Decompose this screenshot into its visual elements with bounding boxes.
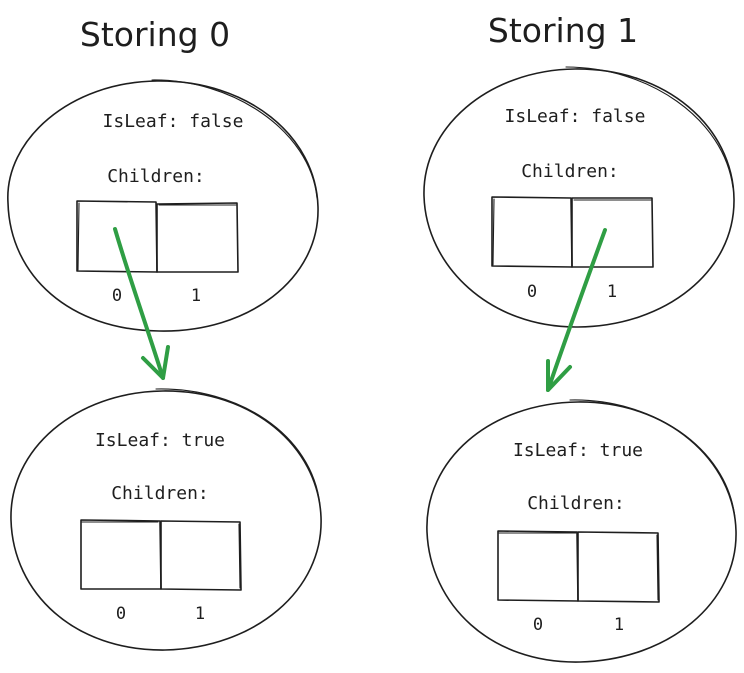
node-ellipse <box>7 80 319 332</box>
node-ellipse <box>426 401 737 663</box>
slot-index-1: 1 <box>607 282 617 302</box>
children-label: Children: <box>527 493 625 514</box>
is-leaf-label: IsLeaf: true <box>513 440 643 461</box>
node-ellipse <box>423 68 735 328</box>
slot-index-0: 0 <box>112 286 122 306</box>
column-title: Storing 0 <box>80 15 230 54</box>
slot-index-0: 0 <box>116 604 126 624</box>
children-label: Children: <box>521 161 619 182</box>
column-storing-1: Storing 1 IsLeaf: false Children: 0 1 Is… <box>423 11 737 663</box>
slot-index-1: 1 <box>614 615 624 635</box>
is-leaf-label: IsLeaf: true <box>95 430 225 451</box>
node-ellipse <box>10 390 322 651</box>
child-slot-1 <box>160 520 242 591</box>
child-slot-0 <box>497 530 579 602</box>
parent-node: IsLeaf: false Children: 0 1 <box>7 79 319 332</box>
arrow-shaft <box>113 227 165 380</box>
child-slot-1 <box>577 531 660 603</box>
child-slot-0 <box>491 196 573 268</box>
child-slot-1 <box>571 197 654 268</box>
pointer-arrow <box>546 228 607 392</box>
child-slot-0 <box>80 519 162 590</box>
arrow-shaft <box>546 228 607 392</box>
child-node: IsLeaf: true Children: 0 1 <box>10 388 322 651</box>
children-label: Children: <box>111 483 209 504</box>
child-node: IsLeaf: true Children: 0 1 <box>426 399 737 663</box>
column-storing-0: Storing 0 IsLeaf: false Children: 0 1 Is… <box>7 15 322 651</box>
arrow-head <box>546 359 572 392</box>
child-slot-1 <box>156 202 239 273</box>
pointer-arrow <box>113 227 170 380</box>
parent-node: IsLeaf: false Children: 0 1 <box>423 66 735 328</box>
slot-index-1: 1 <box>195 604 205 624</box>
is-leaf-label: IsLeaf: false <box>505 106 646 127</box>
arrow-head <box>141 345 170 380</box>
is-leaf-label: IsLeaf: false <box>103 111 244 132</box>
column-title: Storing 1 <box>488 11 638 50</box>
slot-index-0: 0 <box>533 615 543 635</box>
slot-index-0: 0 <box>527 282 537 302</box>
slot-index-1: 1 <box>191 286 201 306</box>
children-label: Children: <box>107 166 205 187</box>
